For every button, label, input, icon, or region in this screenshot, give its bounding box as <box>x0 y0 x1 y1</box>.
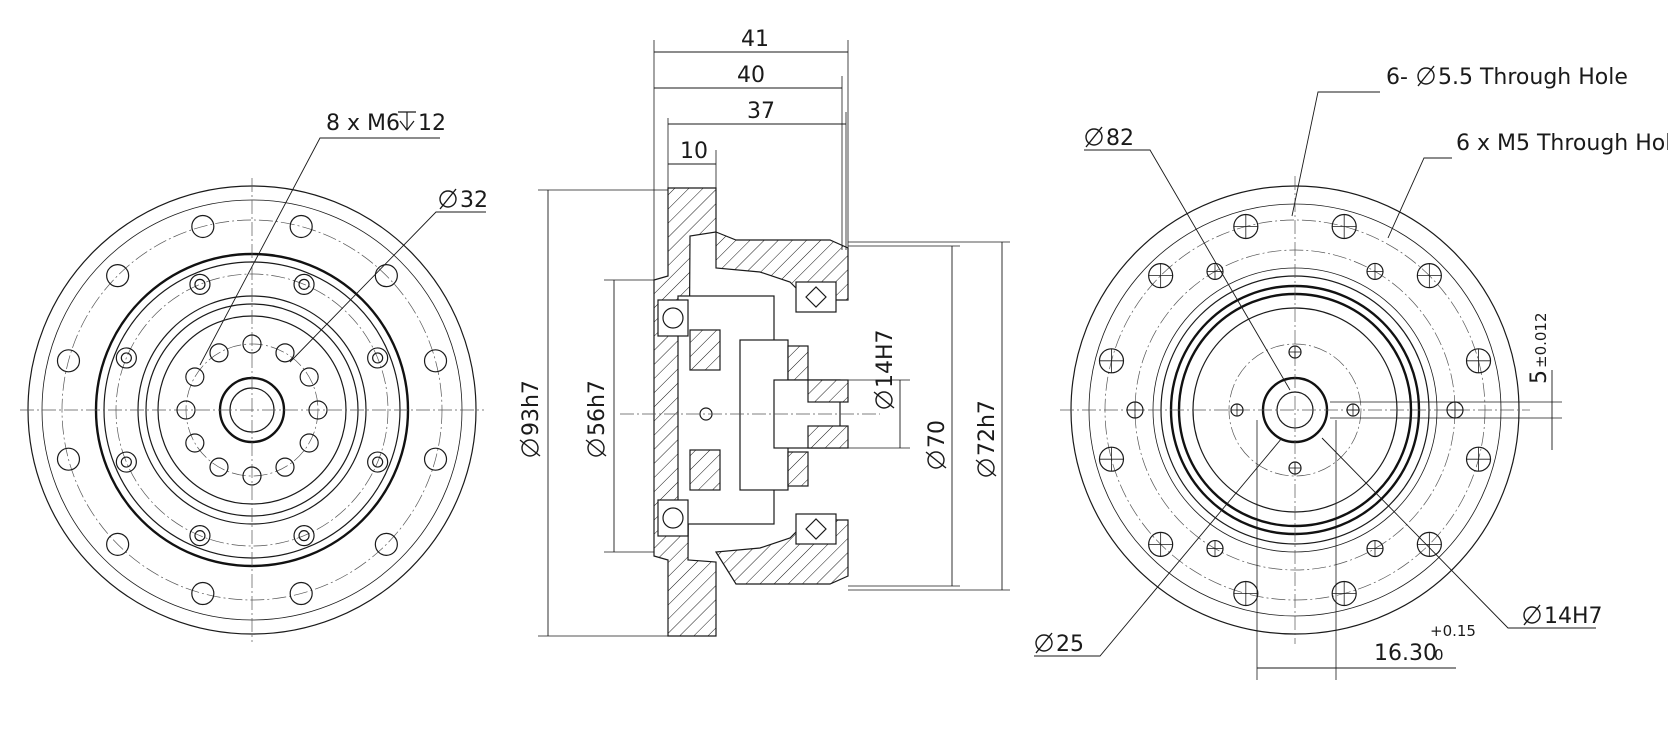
front-m6-bolts <box>115 273 389 547</box>
dim-56h7-text: 56h7 <box>585 380 610 457</box>
rear-dia14h7-label: 14H7 <box>1544 604 1603 629</box>
front-pin-hole <box>308 400 328 420</box>
front-m6-bolt-head <box>120 352 132 364</box>
front-flange-hole <box>289 214 313 239</box>
front-pin-hole <box>275 343 295 363</box>
front-m6-bolt <box>367 451 389 473</box>
diameter-icon <box>1085 126 1103 148</box>
rear-m5-label: 6 x M5 Through Hole <box>1456 131 1668 156</box>
rear-dia14h7-leader <box>1321 437 1596 629</box>
svg-text:93h7: 93h7 <box>519 380 544 436</box>
front-m6-bolt-head <box>298 530 310 542</box>
svg-text:14H7: 14H7 <box>873 329 898 388</box>
section-key-top <box>807 379 849 403</box>
front-m6-bolt-head <box>372 456 384 468</box>
front-thread-depth: 12 <box>418 111 446 136</box>
front-flange-hole <box>191 581 215 606</box>
front-view: 8 x M6 12 32 <box>20 111 488 642</box>
front-m6-bolt-head <box>298 278 310 290</box>
dim-40-label: 40 <box>737 63 765 88</box>
front-thread-leader <box>199 137 440 366</box>
front-m6-bolt-head <box>194 530 206 542</box>
front-flange-hole <box>374 532 398 556</box>
front-pin-hole <box>209 457 229 477</box>
svg-text:70: 70 <box>925 420 950 448</box>
dim-37-label: 37 <box>747 99 775 124</box>
dim-5-text: 5 ±0.012 <box>1527 312 1552 384</box>
front-flange-hole <box>56 447 81 471</box>
front-flange-hole <box>289 581 313 606</box>
front-m6-bolt <box>293 525 315 547</box>
dim-70-text: 70 <box>925 420 950 469</box>
front-pin-hole <box>209 343 229 363</box>
dim-93h7-text: 93h7 <box>519 380 544 457</box>
front-pin-hole <box>176 400 196 420</box>
diameter-icon <box>1523 604 1541 626</box>
front-pin-hole <box>242 334 262 354</box>
rear-dia25-leader <box>1034 437 1283 657</box>
svg-text:72h7: 72h7 <box>975 400 1000 456</box>
front-flange-hole <box>423 349 448 373</box>
depth-symbol-icon <box>398 111 416 131</box>
front-m6-bolt-head <box>372 352 384 364</box>
front-pin-hole <box>299 367 319 387</box>
front-dia32-leader <box>289 211 486 363</box>
front-pin-hole <box>242 466 262 486</box>
rear-view: 6- 5.5 Through Hole 6 x M5 Through Hole … <box>1034 65 1668 680</box>
dim-16-30-tol-lower: 0 <box>1434 646 1444 664</box>
front-flange-hole <box>191 214 215 239</box>
front-flange-holes <box>56 214 448 606</box>
section-hub-rib-bottom <box>689 449 721 491</box>
svg-text:5: 5 <box>1527 370 1552 384</box>
section-shaft-top <box>787 345 809 381</box>
rear-holes55-value: 5.5 Through Hole <box>1438 65 1628 90</box>
rear-m5-leader <box>1387 157 1452 239</box>
front-m6-bolt <box>115 451 137 473</box>
section-key-bottom <box>807 425 849 449</box>
svg-text:56h7: 56h7 <box>585 380 610 436</box>
front-pin-hole <box>275 457 295 477</box>
rear-dia25-label: 25 <box>1056 632 1084 657</box>
front-pin-hole <box>185 367 205 387</box>
dim-41-label: 41 <box>741 27 769 52</box>
diameter-icon <box>1035 632 1053 654</box>
front-m6-bolt-head <box>194 278 206 290</box>
diameter-icon <box>1417 65 1435 87</box>
front-flange-hole <box>374 264 398 288</box>
rear-dia82-leader <box>1084 149 1291 391</box>
front-dia32-label: 32 <box>460 188 488 213</box>
section-shaft-bottom <box>787 451 809 487</box>
front-m6-bolt <box>115 347 137 369</box>
rear-holes55-leader <box>1291 91 1380 217</box>
dim-16-30-label: 16.30 <box>1374 641 1437 666</box>
front-m6-bolt <box>367 347 389 369</box>
dim-72h7-text: 72h7 <box>975 400 1000 477</box>
front-m6-bolt <box>189 273 211 295</box>
diameter-icon <box>439 188 457 210</box>
front-m6-bolt <box>293 273 315 295</box>
rear-dia82-label: 82 <box>1106 126 1134 151</box>
front-flange-hole <box>106 264 130 288</box>
front-pin-hole <box>299 433 319 453</box>
front-m6-bolt <box>189 525 211 547</box>
front-thread-label: 8 x M6 <box>326 111 400 136</box>
rear-flange-holes <box>1098 213 1492 607</box>
front-pin-holes <box>176 334 328 486</box>
front-m6-bolt-head <box>120 456 132 468</box>
svg-text:±0.012: ±0.012 <box>1532 312 1550 368</box>
section-view: 41 40 37 10 93h7 56h7 14H7 <box>519 27 1010 637</box>
dim-10-label: 10 <box>680 139 708 164</box>
front-flange-hole <box>106 532 130 556</box>
front-flange-hole <box>56 349 81 373</box>
section-hub-rib-top <box>689 329 721 371</box>
dim-14h7-text: 14H7 <box>873 329 898 409</box>
rear-pin-holes <box>1230 345 1360 475</box>
front-pin-hole <box>185 433 205 453</box>
front-flange-hole <box>423 447 448 471</box>
dim-16-30-tol-upper: +0.15 <box>1430 622 1476 640</box>
rear-holes55-label: 6- <box>1386 65 1408 90</box>
